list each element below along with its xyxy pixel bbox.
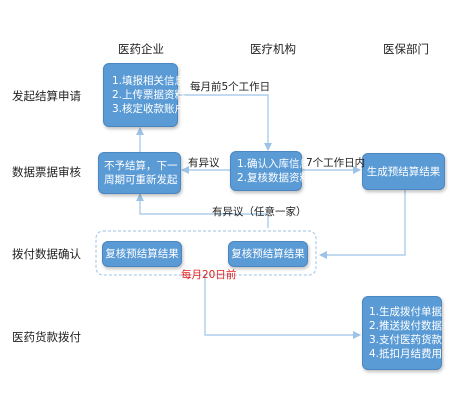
- box-apply: 1.填报相关信息 2.上传票据资料 3.核定收款账户: [103, 63, 186, 127]
- box-recheck-pharma: 复核预结算结果: [102, 241, 182, 267]
- box-confirm: 1.确认入库信息 2.复核数据资料: [230, 151, 311, 191]
- box-reject: 不予结算，下一 周期可重新发起: [98, 152, 181, 194]
- box-payout-line-4: 4.抵扣月结费用: [369, 348, 443, 360]
- box-apply-line-3: 3.核定收款账户: [112, 103, 186, 115]
- review-region: [95, 230, 317, 276]
- box-reject-line-1: 不予结算，下一: [104, 160, 178, 172]
- note-monthly: 每月前5个工作日: [190, 81, 271, 93]
- box-recheck-pharma-label: 复核预结算结果: [105, 248, 179, 260]
- box-generate-label: 生成预结算结果: [366, 165, 441, 178]
- column-header-pharma: 医药企业: [118, 42, 164, 56]
- arrow-objection-to-reject: [136, 193, 269, 228]
- box-confirm-line-2: 2.复核数据资料: [237, 172, 311, 184]
- row-label-apply: 发起结算申请: [12, 89, 81, 103]
- box-recheck-hospital: 复核预结算结果: [228, 241, 308, 267]
- arrow-review-to-payout: [204, 274, 361, 339]
- note-seven-days: 7个工作日内: [306, 157, 366, 169]
- box-generate: 生成预结算结果: [362, 153, 445, 190]
- box-apply-line-1: 1.填报相关信息: [112, 75, 186, 87]
- box-payout: 1.生成拨付单据 2.推送拨付数据 3.支付医药货款 4.抵扣月结费用: [362, 296, 442, 370]
- box-reject-line-2: 周期可重新发起: [104, 174, 178, 186]
- box-confirm-line-1: 1.确认入库信息: [237, 158, 311, 170]
- arrow-generate-to-review: [319, 190, 406, 259]
- column-header-hospital: 医疗机构: [250, 42, 296, 56]
- row-label-payout: 医药货款拨付: [12, 330, 81, 344]
- row-label-review: 数据票据审核: [12, 165, 81, 179]
- column-header-insurance: 医保部门: [383, 42, 429, 56]
- box-payout-line-3: 3.支付医药货款: [369, 334, 443, 346]
- note-objection-any: 有异议（任意一家）: [212, 206, 307, 218]
- box-apply-line-2: 2.上传票据资料: [112, 89, 186, 101]
- note-deadline: 每月20日前: [181, 269, 237, 281]
- box-payout-line-1: 1.生成拨付单据: [369, 306, 443, 318]
- arrow-apply-to-confirm: [178, 94, 272, 151]
- row-label-confirm: 拨付数据确认: [12, 247, 81, 261]
- box-payout-line-2: 2.推送拨付数据: [369, 320, 443, 332]
- note-objection: 有异议: [188, 157, 220, 169]
- box-recheck-hospital-label: 复核预结算结果: [231, 248, 305, 260]
